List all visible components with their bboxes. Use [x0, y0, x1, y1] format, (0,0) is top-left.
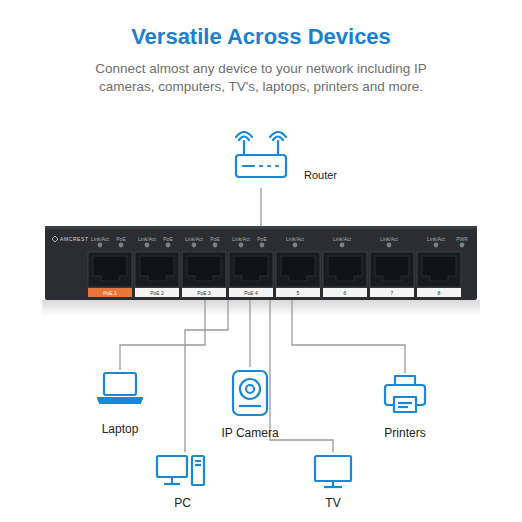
port-jack [187, 256, 221, 281]
switch-body [42, 226, 480, 316]
router-icon [236, 132, 286, 177]
node-label: IP Camera [221, 426, 278, 440]
port-number: PoE 1 [90, 290, 130, 296]
indicator-label: Link/Act [174, 236, 214, 242]
ethernet-port [323, 252, 367, 287]
status-led [192, 243, 197, 248]
port-label-strip [229, 288, 273, 297]
status-led [340, 243, 345, 248]
port-jack [422, 256, 456, 281]
status-led [145, 243, 150, 248]
indicator-label: PoE [242, 236, 282, 242]
ethernet-port [135, 252, 179, 287]
port-jack [375, 256, 409, 281]
node-label: Laptop [102, 422, 139, 436]
port-number: PoE 2 [137, 290, 177, 296]
port-label-strip [88, 288, 132, 297]
indicator-label: Link/Act [221, 236, 261, 242]
port-label-strip [370, 288, 414, 297]
port-jack [140, 256, 174, 281]
device-node: TV [308, 452, 358, 510]
status-led [119, 243, 124, 248]
node-label: Printers [384, 426, 425, 440]
port-label-strip [135, 288, 179, 297]
port-label-strip [417, 288, 461, 297]
status-led [460, 243, 465, 248]
port-label-strip [182, 288, 226, 297]
network-cable [260, 188, 261, 226]
ethernet-port [182, 252, 226, 287]
indicator-label: Link/Act [416, 236, 456, 242]
device-node: Printers [375, 373, 435, 440]
device-node: PC [155, 452, 210, 510]
status-led [387, 243, 392, 248]
ethernet-port [417, 252, 461, 287]
indicator-label: Link/Act [127, 236, 167, 242]
indicator-label: PoE [195, 236, 235, 242]
laptop-icon [98, 373, 142, 403]
port-number: 6 [325, 290, 365, 296]
status-led [434, 243, 439, 248]
port-number: 5 [278, 290, 318, 296]
ethernet-port [88, 252, 132, 287]
network-cable [249, 300, 250, 367]
port-number: 7 [372, 290, 412, 296]
tv-icon [315, 456, 351, 487]
port-number: 8 [419, 290, 459, 296]
node-label: Router [304, 168, 337, 182]
node-label: AMCREST [60, 236, 89, 242]
title: Versatile Across Devices [0, 24, 522, 50]
port-label-strip [323, 288, 367, 297]
camera-icon [233, 371, 267, 415]
ethernet-port [229, 252, 273, 287]
port-jack [234, 256, 268, 281]
indicator-label: PWR [442, 236, 482, 242]
port-label-strip [276, 288, 320, 297]
port-jack [281, 256, 315, 281]
port-number: PoE 4 [231, 290, 271, 296]
device-node: IP Camera [215, 367, 285, 440]
pc-icon [157, 456, 204, 485]
port-jack [328, 256, 362, 281]
node-label: PC [174, 496, 191, 510]
status-led [239, 243, 244, 248]
device-node: Laptop [93, 370, 147, 436]
node-label: TV [325, 496, 340, 510]
status-led [293, 243, 298, 248]
status-led [166, 243, 171, 248]
indicator-label: Link/Act [80, 236, 120, 242]
indicator-label: Link/Act [275, 236, 315, 242]
status-led [260, 243, 265, 248]
ethernet-port [276, 252, 320, 287]
caption: Connect almost any device to your networ… [81, 60, 441, 96]
ethernet-port [370, 252, 414, 287]
network-cable [292, 300, 405, 373]
indicator-label: PoE [101, 236, 141, 242]
switch-ports [88, 243, 464, 297]
network-cable [120, 300, 205, 370]
printer-icon [385, 376, 425, 412]
port-number: PoE 3 [184, 290, 224, 296]
status-led [98, 243, 103, 248]
indicator-label: Link/Act [369, 236, 409, 242]
indicator-label: PoE [148, 236, 188, 242]
port-jack [93, 256, 127, 281]
indicator-label: Link/Act [322, 236, 362, 242]
network-cable [270, 300, 333, 452]
router-node: Router [234, 132, 290, 188]
status-led [213, 243, 218, 248]
